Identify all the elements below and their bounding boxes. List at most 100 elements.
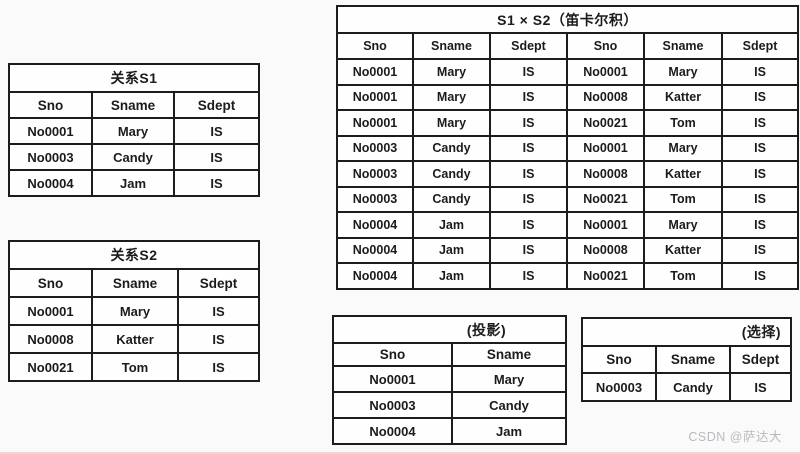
cell: No0021 — [8, 352, 93, 382]
cell: Mary — [643, 58, 723, 86]
cell: IS — [489, 58, 568, 86]
cell: Tom — [643, 185, 723, 213]
cell: IS — [177, 296, 260, 326]
column-header: Sno — [332, 342, 453, 367]
cell: IS — [720, 160, 800, 188]
table-title: (投影) — [331, 315, 568, 344]
cell: IS — [720, 236, 800, 264]
cell: IS — [720, 134, 800, 162]
cell: No0003 — [8, 143, 93, 171]
table-title: (选择) — [580, 317, 793, 347]
cell: No0001 — [8, 117, 93, 145]
cell: No0003 — [336, 160, 414, 188]
column-header: Sno — [8, 268, 93, 298]
cell: IS — [720, 185, 800, 213]
cell: No0004 — [336, 236, 414, 264]
cell: Mary — [450, 365, 568, 393]
cell: Candy — [412, 185, 491, 213]
cell: IS — [173, 169, 260, 197]
cell: Tom — [643, 109, 723, 137]
cell: Mary — [643, 211, 723, 239]
table-title: 关系S2 — [8, 240, 260, 270]
cell: No0008 — [8, 324, 93, 354]
cell: No0001 — [566, 134, 645, 162]
cell: IS — [489, 109, 568, 137]
cell: No0003 — [332, 391, 453, 419]
cell: IS — [177, 352, 260, 382]
column-header: Sdept — [177, 268, 260, 298]
cell: Jam — [412, 236, 491, 264]
cell: Candy — [91, 143, 175, 171]
cell: No0003 — [336, 185, 414, 213]
column-header: Sno — [8, 91, 93, 119]
cell: IS — [489, 134, 568, 162]
column-header: Sname — [643, 32, 723, 60]
cell: Candy — [450, 391, 568, 419]
cell: No0021 — [566, 185, 645, 213]
cell: No0004 — [8, 169, 93, 197]
column-header: Sdept — [489, 32, 568, 60]
cell: No0004 — [336, 262, 414, 290]
cell: No0004 — [332, 417, 453, 445]
cell: Mary — [91, 117, 175, 145]
csdn-watermark: CSDN @萨达大 — [688, 430, 782, 444]
cell: No0001 — [332, 365, 453, 393]
column-header: Sname — [412, 32, 491, 60]
cell: Candy — [412, 134, 491, 162]
cell: IS — [177, 324, 260, 354]
cell: IS — [489, 83, 568, 111]
cell: No0001 — [566, 211, 645, 239]
cell: Jam — [412, 262, 491, 290]
cell: IS — [173, 143, 260, 171]
column-header: Sname — [91, 268, 179, 298]
cell: IS — [489, 211, 568, 239]
cell: No0003 — [581, 372, 657, 402]
column-header: Sdept — [173, 91, 260, 119]
cell: Jam — [450, 417, 568, 445]
table-title: S1 × S2（笛卡尔积） — [335, 5, 800, 34]
cell: No0001 — [8, 296, 93, 326]
cell: Jam — [412, 211, 491, 239]
column-header: Sno — [336, 32, 414, 60]
cell: Mary — [412, 109, 491, 137]
cell: Tom — [91, 352, 179, 382]
column-header: Sdept — [720, 32, 800, 60]
column-header: Sno — [566, 32, 645, 60]
cell: Katter — [91, 324, 179, 354]
cell: Mary — [91, 296, 179, 326]
cell: IS — [489, 160, 568, 188]
cell: IS — [720, 109, 800, 137]
column-header: Sname — [655, 345, 731, 374]
cell: IS — [489, 262, 568, 290]
cell: Candy — [412, 160, 491, 188]
cell: No0021 — [566, 109, 645, 137]
cell: No0008 — [566, 83, 645, 111]
cell: IS — [173, 117, 260, 145]
cell: IS — [720, 262, 800, 290]
cell: No0001 — [336, 83, 414, 111]
cell: Katter — [643, 236, 723, 264]
cell: IS — [489, 236, 568, 264]
cell: No0021 — [566, 262, 645, 290]
cell: Katter — [643, 160, 723, 188]
cell: Mary — [412, 83, 491, 111]
cell: No0001 — [566, 58, 645, 86]
